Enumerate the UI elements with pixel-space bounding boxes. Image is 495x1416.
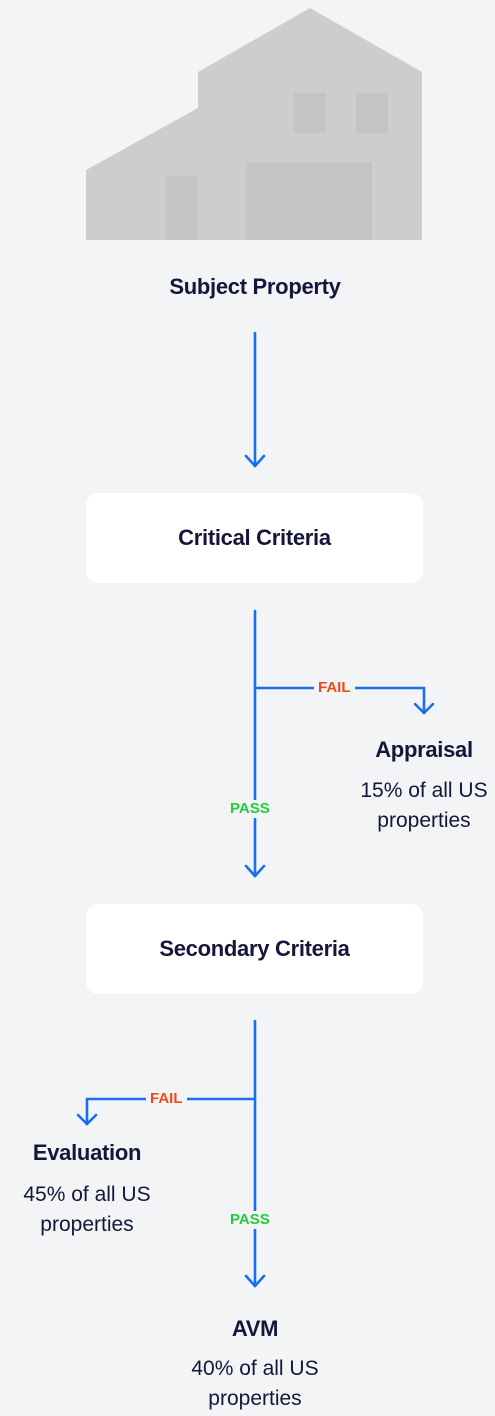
avm-share-line1: 40% of all US xyxy=(191,1357,319,1380)
fail-tag-secondary: FAIL xyxy=(146,1090,187,1108)
arrowhead xyxy=(244,864,266,878)
appraisal-title: Appraisal xyxy=(375,737,473,762)
arrowhead xyxy=(76,1113,98,1126)
arrowhead xyxy=(413,702,435,715)
pass-tag-secondary: PASS xyxy=(226,1211,274,1229)
avm-share-line2: properties xyxy=(208,1387,302,1410)
secondary-criteria-label: Secondary Criteria xyxy=(159,936,350,961)
evaluation-share-line2: properties xyxy=(40,1213,134,1236)
appraisal-share: 15% of all US properties xyxy=(340,776,495,836)
house-icon xyxy=(86,8,422,240)
arrowhead xyxy=(244,454,266,468)
avm-title: AVM xyxy=(231,1316,279,1341)
avm-share: 40% of all US properties xyxy=(160,1354,350,1414)
evaluation-title: Evaluation xyxy=(32,1140,142,1165)
pass-tag-critical: PASS xyxy=(226,800,274,818)
arrowhead xyxy=(244,1274,266,1288)
critical-criteria-box: Critical Criteria xyxy=(86,493,423,583)
secondary-criteria-box: Secondary Criteria xyxy=(86,904,423,994)
evaluation-share-line1: 45% of all US xyxy=(23,1183,151,1206)
appraisal-share-line1: 15% of all US xyxy=(360,779,488,802)
evaluation-share: 45% of all US properties xyxy=(0,1180,174,1240)
critical-criteria-label: Critical Criteria xyxy=(178,525,331,550)
fail-tag-critical: FAIL xyxy=(314,679,355,697)
appraisal-share-line2: properties xyxy=(377,809,471,832)
subject-property-title: Subject Property xyxy=(169,274,341,299)
